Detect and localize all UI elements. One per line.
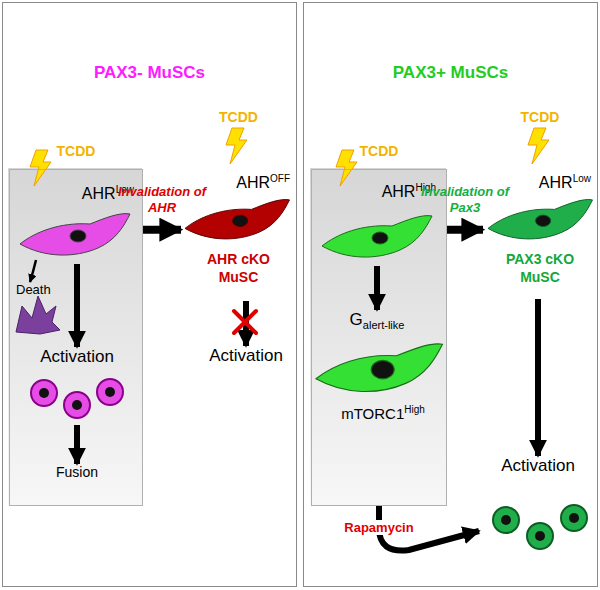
fate-label: Death — [16, 282, 72, 302]
node-text: G — [350, 310, 363, 329]
activated-cells — [31, 379, 123, 418]
index-text: OFF — [270, 173, 290, 184]
text-line: Death — [16, 282, 72, 297]
stage-node: Activation — [22, 347, 132, 425]
node-text: mTORC1 — [341, 405, 404, 422]
lightning-bolt — [336, 150, 357, 186]
node-text: PAX3 cKO MuSC — [494, 251, 586, 286]
stage-node: Activation — [191, 346, 301, 370]
lightning-bolt — [30, 150, 51, 186]
blocked-cross — [234, 311, 256, 333]
arrow — [74, 425, 80, 464]
stage-node: Fusion — [40, 464, 114, 486]
condition-box: TCDDAHRLowDeathActivationFusion — [9, 169, 143, 506]
text-line: Activation — [191, 346, 301, 366]
arrow — [143, 226, 181, 234]
text-line: PAX3+ MuSCs — [304, 63, 597, 83]
state-node: mTORC1High — [318, 342, 448, 432]
node-text: Death — [16, 282, 51, 297]
text-line: PAX3 cKO MuSC — [483, 251, 597, 286]
activated-cells — [493, 505, 587, 549]
text-line: TCDD — [181, 109, 296, 125]
edge-label: Invalidation of Pax3 — [421, 184, 509, 215]
node-text: Activation — [209, 346, 283, 365]
node-text: TCDD — [360, 143, 399, 159]
node-text: TCDD — [521, 109, 560, 125]
arrow — [74, 264, 80, 347]
galert-cell — [316, 344, 443, 392]
text-line: TCDD — [483, 109, 597, 125]
index-text: High — [404, 404, 425, 415]
condition-box: TCDDAHRHighGalert-likemTORC1High — [311, 169, 447, 506]
text-line: Activation — [479, 456, 597, 476]
edge-label: Rapamycin — [341, 520, 416, 535]
text-line: TCDD — [312, 143, 446, 159]
stage-node: Activation — [479, 456, 597, 556]
state-node: Galert-like — [327, 310, 427, 338]
arrow — [535, 299, 541, 456]
text-line: AHR cKO MuSC — [181, 251, 296, 286]
index-text: Low — [573, 173, 591, 184]
text-line: Activation — [22, 347, 132, 367]
arrow — [447, 226, 483, 234]
node-text: TCDD — [219, 109, 258, 125]
muscle-stem-cell — [322, 216, 432, 257]
dead-cell — [16, 296, 60, 334]
edge-label-box: Invalidation of Pax3 — [409, 184, 521, 215]
index-text: alert-like — [363, 319, 405, 331]
node-text: AHR — [236, 174, 270, 191]
arrow — [374, 266, 380, 310]
node-text: AHR — [82, 185, 116, 202]
edge-label-box: Invalidation of AHR — [106, 184, 218, 215]
panel: PAX3- MuSCsTCDDAHRLowDeathActivationFusi… — [2, 2, 297, 587]
pax3-cko-cell — [488, 200, 593, 239]
node-text: Activation — [501, 456, 575, 475]
node-text: Activation — [40, 347, 114, 366]
lightning-bolt — [226, 128, 247, 164]
shaded-region — [310, 168, 446, 505]
edge-label-box: Rapamycin — [341, 520, 416, 536]
arrow — [30, 260, 36, 282]
node-text: TCDD — [57, 143, 96, 159]
node-text: AHR — [382, 183, 416, 200]
node-text: Fusion — [56, 464, 98, 480]
edge-label: Invalidation of AHR — [118, 184, 206, 215]
text-line: mTORC1High — [318, 404, 448, 422]
cko-node: TCDD AHROFF AHR cKO MuSC — [181, 109, 296, 301]
node-text: AHR — [539, 174, 573, 191]
text-line: PAX3- MuSCs — [3, 63, 296, 83]
text-line: Fusion — [40, 464, 114, 480]
panel: PAX3+ MuSCsTCDD AHR High Galert-like mTORC1H… — [303, 2, 598, 587]
text-line: Galert-like — [327, 310, 427, 331]
lightning-bolt — [528, 128, 549, 164]
muscle-stem-cell — [20, 214, 130, 255]
shaded-region — [8, 168, 142, 505]
node-text: PAX3+ MuSCs — [393, 63, 508, 82]
ahr-cko-cell — [185, 200, 290, 239]
node-text: PAX3- MuSCs — [94, 63, 205, 82]
node-text: AHR cKO MuSC — [193, 251, 285, 286]
text-line: TCDD — [10, 143, 142, 159]
cko-node: TCDD AHRLowPAX3 cKO MuSC — [483, 109, 597, 299]
